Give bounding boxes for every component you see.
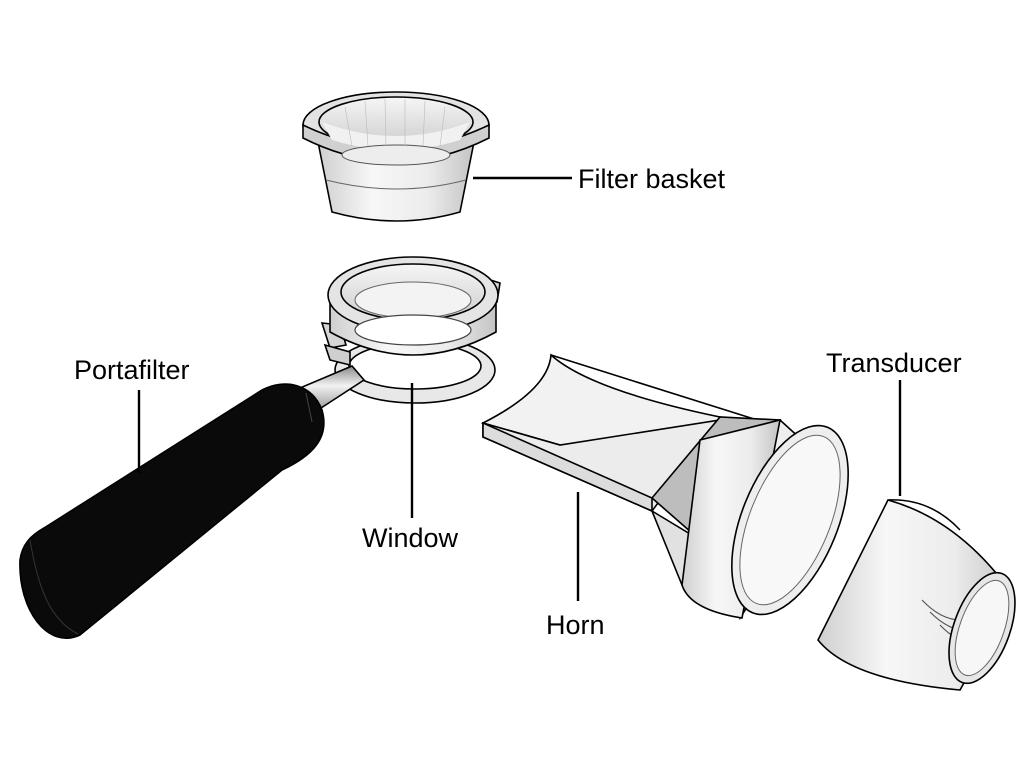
horn-part [480, 353, 849, 620]
filter-basket-part [302, 91, 490, 222]
transducer-label: Transducer [826, 348, 962, 378]
filter-basket-label: Filter basket [578, 164, 726, 194]
horn-label: Horn [546, 610, 605, 640]
window-label: Window [362, 523, 459, 553]
portafilter-label: Portafilter [74, 355, 190, 385]
portafilter-part [19, 256, 501, 639]
transducer-part [817, 499, 1016, 691]
